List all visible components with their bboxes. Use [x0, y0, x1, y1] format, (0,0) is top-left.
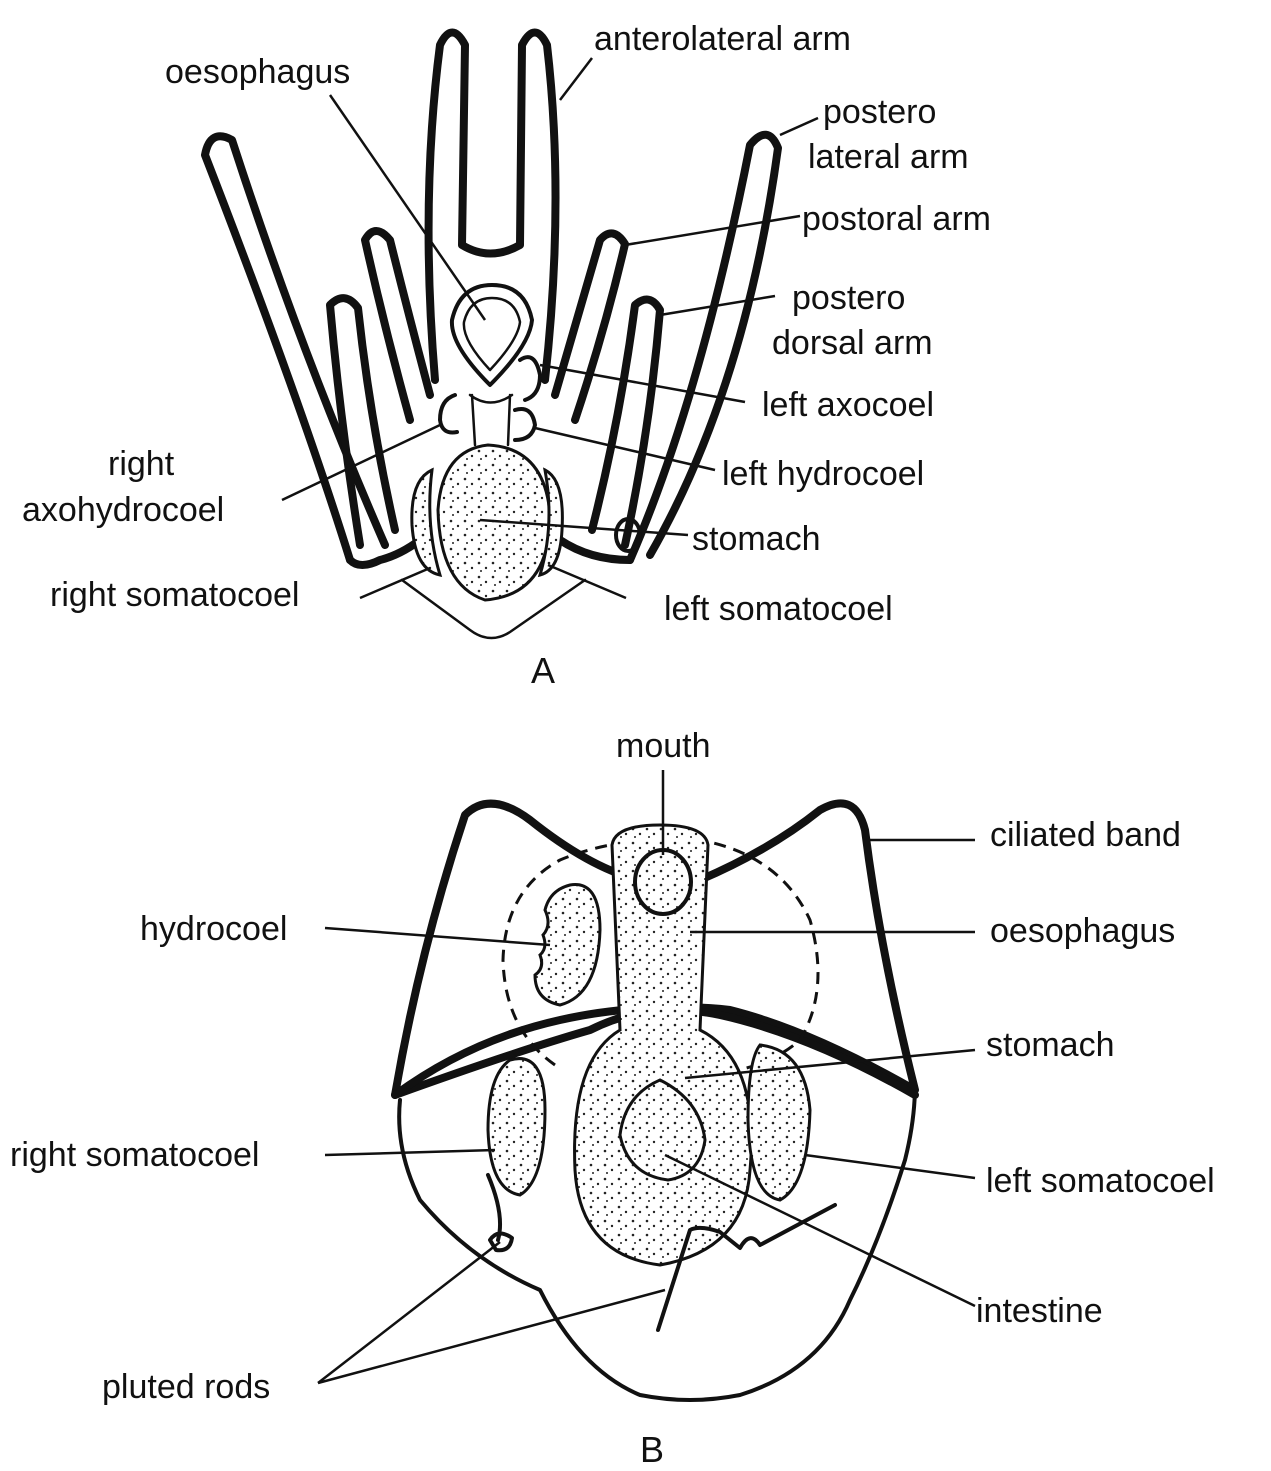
left-postero-lateral-arm [630, 135, 778, 560]
label-stomach-a: stomach [692, 520, 821, 558]
label-oesophagus-b: oesophagus [990, 912, 1175, 950]
label-oesophagus-a: oesophagus [165, 53, 350, 91]
label-left-somatocoel-a: left somatocoel [664, 590, 893, 628]
label-left-axocoel: left axocoel [762, 386, 934, 424]
label-stomach-b: stomach [986, 1026, 1115, 1064]
label-hydrocoel: hydrocoel [140, 910, 287, 948]
figure-a: anterolateral arm oesophagus postero lat… [22, 20, 991, 691]
left-axocoel-shape [520, 357, 540, 400]
leader-pluted-rods-1 [318, 1242, 500, 1383]
label-right-somatocoel-a: right somatocoel [50, 576, 299, 614]
leader-left-somatocoel-a [548, 565, 626, 598]
right-postero-lateral-arm [205, 136, 385, 560]
leader-left-axocoel [540, 365, 745, 402]
anterolateral-arm-shape [429, 33, 556, 381]
caption-b: B [640, 1429, 664, 1470]
leader-left-hydrocoel [535, 428, 715, 470]
right-somatocoel-b [488, 1059, 545, 1195]
label-postero-lateral-1: postero [823, 93, 936, 131]
leader-left-somatocoel-b [805, 1155, 975, 1178]
leader-hydrocoel [325, 928, 550, 945]
left-hydrocoel-shape [515, 409, 535, 440]
stomach-a [438, 445, 550, 600]
label-intestine: intestine [976, 1292, 1103, 1330]
right-somatocoel-a [412, 470, 440, 575]
label-postero-lateral-2: lateral arm [808, 138, 969, 176]
figure-b: mouth ciliated band hydrocoel oesophagus… [10, 727, 1215, 1470]
oesophagus-a [452, 285, 532, 385]
leader-right-somatocoel-b [325, 1150, 495, 1155]
label-mouth: mouth [616, 727, 711, 765]
leader-postoral-arm [625, 216, 800, 245]
label-right-axohydrocoel-2: axohydrocoel [22, 491, 224, 529]
label-postero-dorsal-1: postero [792, 279, 905, 317]
label-anterolateral-arm: anterolateral arm [594, 20, 851, 58]
label-ciliated-band: ciliated band [990, 816, 1181, 854]
oesophagus-b [575, 825, 752, 1265]
leader-pluted-rods-2 [318, 1290, 665, 1383]
label-left-somatocoel-b: left somatocoel [986, 1162, 1215, 1200]
label-right-axohydrocoel-1: right [108, 445, 175, 483]
left-postoral-arm [555, 233, 625, 420]
label-left-hydrocoel: left hydrocoel [722, 455, 924, 493]
oesophagus-neck [470, 395, 512, 445]
caption-a: A [531, 650, 555, 691]
label-postero-dorsal-2: dorsal arm [772, 324, 933, 362]
right-axohydrocoel-shape [440, 395, 457, 433]
label-right-somatocoel-b: right somatocoel [10, 1136, 259, 1174]
label-postoral-arm: postoral arm [802, 200, 991, 238]
label-pluted-rods: pluted rods [102, 1368, 270, 1406]
leader-anterolateral-arm [560, 58, 592, 100]
leader-postero-lateral-arm [780, 118, 818, 135]
right-postoral-arm [365, 231, 430, 420]
